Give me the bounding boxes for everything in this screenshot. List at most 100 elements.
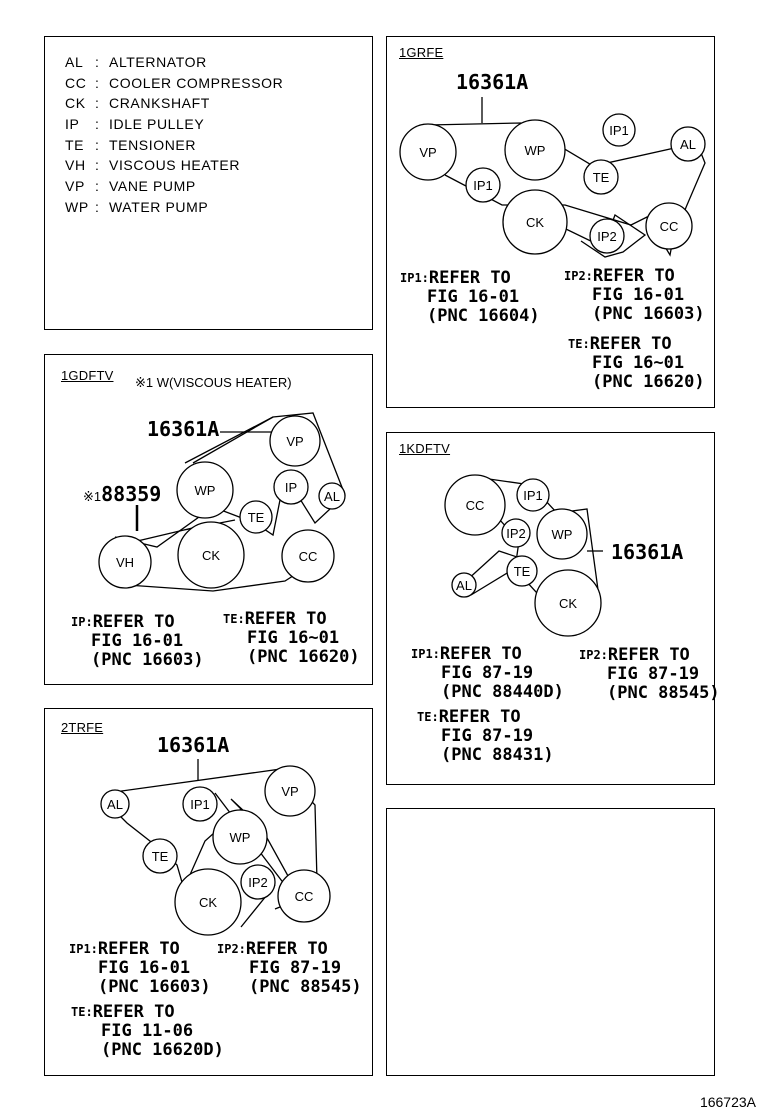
legend-panel: AL:ALTERNATOR CC:COOLER COMPRESSOR CK:CR…	[44, 36, 373, 330]
pulley-label: AL	[456, 578, 472, 593]
belt-diagram-1gdftv: VP WP IP AL TE VH CK CC	[98, 412, 346, 592]
illustration-number: 166723A	[699, 1094, 756, 1110]
pulley-label: IP1	[190, 797, 210, 812]
pulley-ck	[177, 521, 245, 589]
pulley-label: WP	[195, 483, 216, 498]
viscous-heater-note: ※1 W(VISCOUS HEATER)	[135, 375, 292, 390]
note-ip2: IP2:REFER TO FIG 16-01 (PNC 16603)	[564, 266, 705, 324]
pulley-label: TE	[248, 510, 265, 525]
pulley-label: IP1	[523, 488, 543, 503]
pulley-label: WP	[525, 143, 546, 158]
engine-title: 1KDFTV	[399, 441, 451, 456]
pulley-label: AL	[107, 797, 123, 812]
note-te: TE:REFER TO FIG 87-19 (PNC 88431)	[417, 707, 554, 765]
pulley-label: CC	[295, 889, 314, 904]
pulley-al	[670, 126, 706, 162]
pulley-al	[100, 789, 130, 819]
pulley-vp	[269, 415, 321, 467]
legend-row: VP:VANE PUMP	[65, 178, 196, 194]
pulley-label: CK	[202, 548, 220, 563]
pulley-label: IP2	[506, 526, 526, 541]
pulley-vp	[399, 123, 457, 181]
pulley-label: CK	[559, 596, 577, 611]
pulley-ip1	[465, 167, 501, 203]
legend-row: AL:ALTERNATOR	[65, 54, 207, 70]
part-number: 16361A	[611, 540, 684, 564]
pulley-ip2	[589, 218, 625, 254]
engine-title: 1GDFTV	[61, 368, 114, 383]
pulley-wp	[176, 461, 234, 519]
pulley-label: CC	[466, 498, 485, 513]
panel-2trfe: 2TRFE AL IP1 VP WP TE IP2 CC CK 16361A I	[44, 708, 373, 1076]
belt-diagram-2trfe: AL IP1 VP WP TE IP2 CC CK	[100, 759, 331, 936]
part-number-viscous: ※188359	[83, 482, 162, 506]
engine-title: 1GRFE	[399, 45, 444, 60]
legend-row: VH:VISCOUS HEATER	[65, 157, 241, 173]
pulley-label: CC	[660, 219, 679, 234]
pulley-al	[318, 482, 346, 510]
legend-row: CC:COOLER COMPRESSOR	[65, 75, 284, 91]
pulley-label: CK	[526, 215, 544, 230]
pulley-al	[451, 572, 477, 598]
belt-diagram-1kdftv: CC IP1 IP2 WP AL TE CK	[444, 474, 603, 637]
pulley-ck	[174, 868, 242, 936]
legend-row: CK:CRANKSHAFT	[65, 95, 210, 111]
pulley-label: CC	[299, 549, 318, 564]
note-te: TE:REFER TO FIG 16~01 (PNC 16620)	[223, 609, 360, 667]
part-number: 16361A	[147, 417, 220, 441]
note-te: TE:REFER TO FIG 11-06 (PNC 16620D)	[71, 1002, 224, 1060]
pulley-te	[239, 500, 273, 534]
note-ip1: IP1:REFER TO FIG 16-01 (PNC 16603)	[69, 939, 211, 997]
part-number: 16361A	[456, 70, 529, 94]
legend-row: WP:WATER PUMP	[65, 199, 209, 215]
panel-1gdftv: 1GDFTV ※1 W(VISCOUS HEATER) VP WP IP AL …	[44, 354, 373, 685]
note-ip1: IP1:REFER TO FIG 87-19 (PNC 88440D)	[411, 644, 564, 702]
pulley-vh	[98, 535, 152, 589]
pulley-ip1	[182, 786, 218, 822]
engine-title: 2TRFE	[61, 720, 104, 735]
note-te: TE:REFER TO FIG 16~01 (PNC 16620)	[568, 334, 705, 392]
pulley-ip2	[501, 518, 531, 548]
pulley-label: IP2	[597, 229, 617, 244]
pulley-label: VP	[419, 145, 436, 160]
panel-1kdftv: 1KDFTV CC IP1 IP2 WP AL TE CK 16361A IP1…	[386, 432, 720, 785]
pulley-ip1	[516, 478, 550, 512]
pulley-label: AL	[324, 489, 340, 504]
pulley-te	[142, 838, 178, 874]
pulley-label: WP	[552, 527, 573, 542]
part-number: 16361A	[157, 733, 230, 757]
pulley-label: WP	[230, 830, 251, 845]
pulley-label: CK	[199, 895, 217, 910]
pulley-ip2	[240, 864, 276, 900]
pulley-cc	[444, 474, 506, 536]
pulley-label: IP	[285, 480, 297, 495]
legend-row: TE:TENSIONER	[65, 137, 197, 153]
pulley-label: VP	[281, 784, 298, 799]
note-ip2: IP2:REFER TO FIG 87-19 (PNC 88545)	[217, 939, 362, 997]
note-ip2: IP2:REFER TO FIG 87-19 (PNC 88545)	[579, 645, 720, 703]
empty-panel	[386, 808, 715, 1076]
pulley-cc	[277, 869, 331, 923]
pulley-ck	[534, 569, 602, 637]
pulley-label: TE	[514, 564, 531, 579]
belt-diagram-1grfe: VP WP IP1 AL TE IP1 CK IP2 CC	[399, 97, 706, 258]
pulley-vp	[264, 765, 316, 817]
pulley-cc	[281, 529, 335, 583]
pulley-te	[506, 555, 538, 587]
pulley-label: VH	[116, 555, 134, 570]
pulley-wp	[212, 809, 268, 865]
pulley-label: TE	[152, 849, 169, 864]
pulley-label: IP1	[473, 178, 493, 193]
pulley-cc	[645, 202, 693, 250]
pulley-wp	[536, 508, 588, 560]
note-ip: IP:REFER TO FIG 16-01 (PNC 16603)	[71, 612, 204, 670]
pulley-label: VP	[286, 434, 303, 449]
note-ip1: IP1:REFER TO FIG 16-01 (PNC 16604)	[400, 268, 540, 326]
pulley-label: TE	[593, 170, 610, 185]
panel-1grfe: 1GRFE VP WP IP1 AL TE IP1 CK IP2 CC	[386, 36, 715, 408]
pulley-ip1-top	[602, 113, 636, 147]
pulley-label: IP1	[609, 123, 629, 138]
pulley-ck	[502, 189, 568, 255]
pulley-wp	[504, 119, 566, 181]
pulley-te	[583, 159, 619, 195]
